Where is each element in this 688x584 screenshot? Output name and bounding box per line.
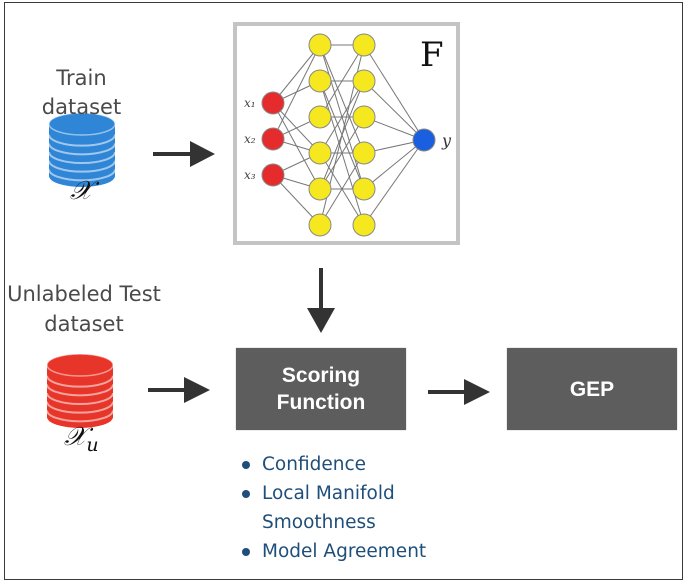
train-dataset-symbol: 𝒳	[70, 176, 93, 206]
scoring-method-label: Model Agreement	[262, 541, 427, 562]
cylinder-stripe	[46, 384, 114, 397]
input-label-x2: x₂	[244, 132, 256, 146]
scoring-method-label-cont: Smoothness	[262, 512, 376, 533]
cylinder-stripe	[48, 169, 116, 182]
hidden-node	[352, 177, 376, 201]
arrow-model-to-scoring	[307, 268, 335, 333]
cylinder-stripe	[46, 375, 114, 388]
network-edge	[363, 80, 425, 141]
test-database-icon	[46, 353, 114, 431]
cylinder-top	[48, 112, 116, 136]
scoring-box-line1: Scoring	[281, 364, 361, 387]
hidden-node	[308, 33, 332, 57]
cylinder-stripe	[46, 392, 114, 405]
gep-box: GEP	[507, 348, 677, 430]
test-dataset-label-line1: Unlabeled Test	[7, 282, 161, 306]
hidden-node	[352, 33, 376, 57]
hidden-node	[352, 69, 376, 93]
scoring-method-item: Confidence	[240, 450, 426, 479]
gep-box-label: GEP	[569, 377, 615, 401]
network-edge	[363, 139, 425, 190]
network-edge	[319, 80, 365, 226]
train-database-icon	[48, 112, 116, 190]
cylinder-top	[46, 353, 114, 377]
bullet-dot-icon	[242, 490, 250, 498]
network-edge	[319, 44, 365, 154]
cylinder-stripe	[46, 418, 114, 431]
model-frame	[233, 22, 460, 245]
bullet-dot-icon	[242, 461, 250, 469]
cylinder-stripe	[48, 160, 116, 173]
train-dataset-label: Train dataset	[41, 66, 122, 119]
cylinder-stripe	[48, 143, 116, 156]
arrow-train-to-model	[153, 141, 215, 167]
cylinder-stripe	[48, 151, 116, 164]
input-node	[261, 127, 285, 151]
network-edge	[363, 44, 425, 141]
cylinder-stripe	[48, 177, 116, 190]
network-edges	[272, 44, 425, 226]
scoring-method-label: Confidence	[262, 454, 367, 475]
input-label-x1: x₁	[244, 96, 256, 110]
cylinder-stripe	[48, 134, 116, 147]
hidden-node	[352, 213, 376, 237]
hidden-node	[352, 141, 376, 165]
hidden-node	[308, 105, 332, 129]
hidden-node	[308, 69, 332, 93]
output-node	[412, 128, 436, 152]
scoring-function-box: Scoring Function	[236, 348, 406, 430]
test-dataset-label-line2: dataset	[44, 312, 124, 336]
model-title: F	[420, 35, 444, 75]
input-node	[261, 163, 285, 187]
arrow-scoring-to-gep	[428, 379, 490, 405]
bullet-dot-icon	[242, 548, 250, 556]
input-node	[261, 91, 285, 115]
network-edge	[272, 44, 321, 104]
cylinder-stripe	[46, 401, 114, 414]
input-label-x3: x₃	[244, 168, 256, 182]
test-symbol-base: 𝒳	[64, 422, 87, 452]
output-label-y: y	[441, 131, 452, 150]
scoring-method-item: Model Agreement	[240, 537, 426, 566]
scoring-box-line2: Function	[276, 391, 366, 414]
hidden-node	[308, 141, 332, 165]
test-dataset-symbol: 𝒳u	[64, 422, 99, 456]
hidden-node	[308, 177, 332, 201]
hidden-node	[352, 105, 376, 129]
hidden-node	[308, 213, 332, 237]
network-edge	[363, 139, 425, 226]
network-edge	[319, 44, 365, 190]
scoring-method-label: Local Manifold	[262, 483, 395, 504]
test-symbol-subscript: u	[86, 434, 99, 457]
network-nodes	[261, 33, 436, 237]
arrow-test-to-scoring	[148, 377, 210, 403]
diagram-frame	[4, 2, 683, 580]
network-edge	[272, 44, 321, 140]
cylinder-stripe	[46, 410, 114, 423]
